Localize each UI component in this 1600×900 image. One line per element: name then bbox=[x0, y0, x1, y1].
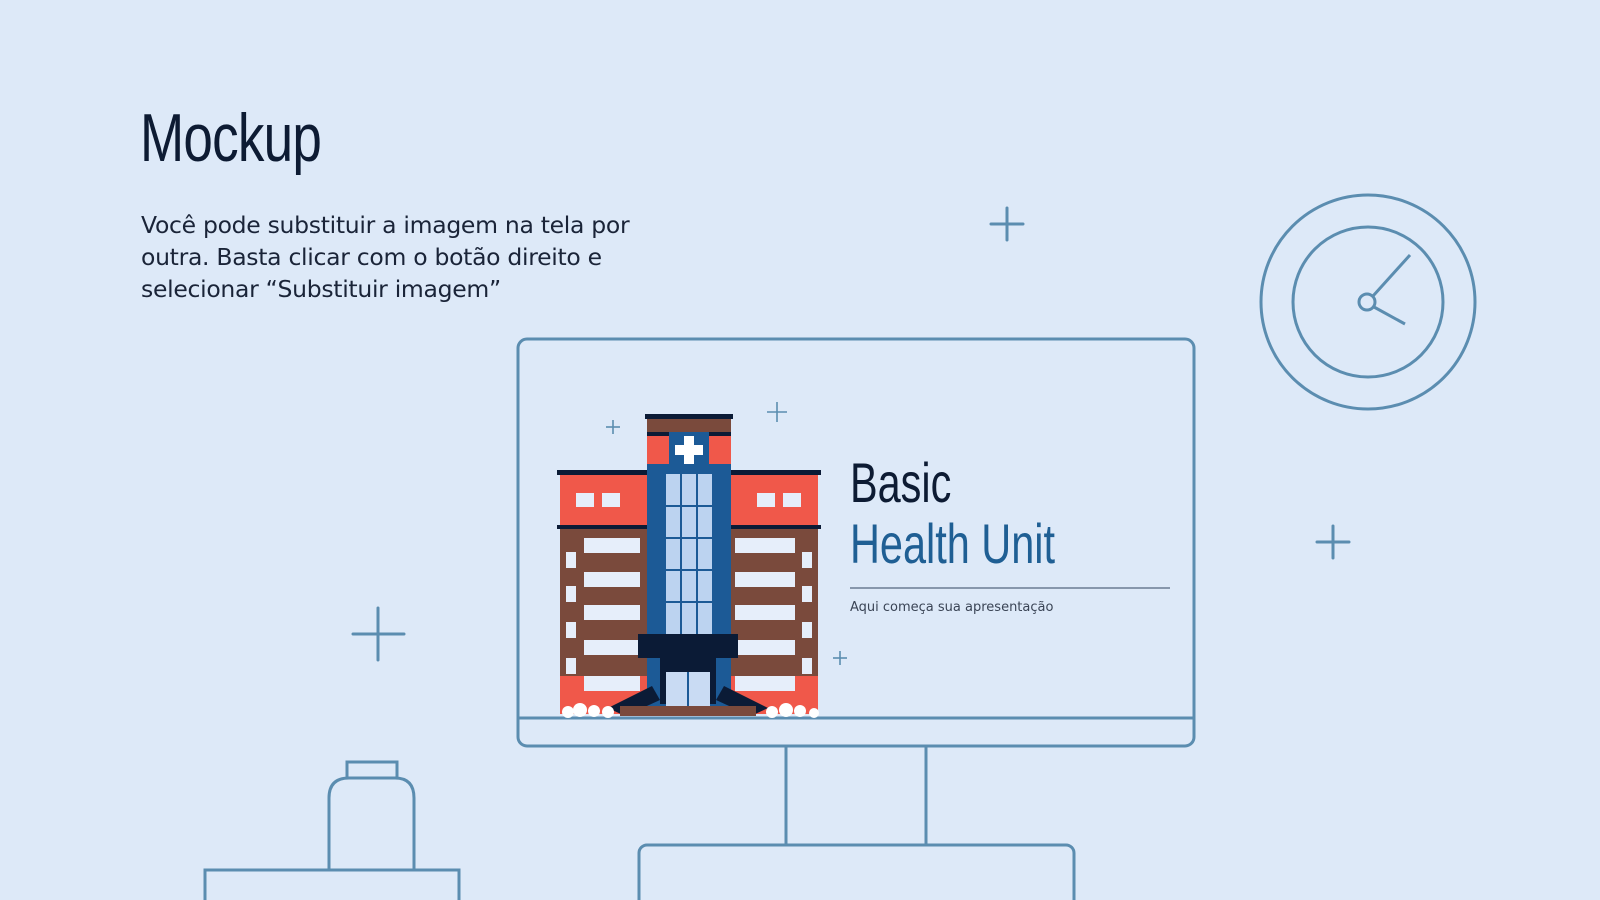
slide-subtitle: Aqui começa sua apresentação bbox=[850, 600, 1054, 615]
plus-icon bbox=[833, 651, 847, 665]
shelf-icon bbox=[203, 868, 461, 900]
slide-title-line2: Health Unit bbox=[850, 512, 1056, 575]
jar-icon bbox=[327, 760, 416, 870]
page-description: Você pode substituir a imagem na tela po… bbox=[141, 211, 630, 303]
page-title: Mockup bbox=[140, 100, 322, 176]
plus-icon bbox=[606, 420, 620, 434]
clock-icon bbox=[1259, 193, 1477, 411]
slide-title-line1: Basic bbox=[850, 451, 952, 514]
monitor-icon bbox=[516, 337, 1196, 900]
plus-icon bbox=[1315, 524, 1351, 560]
plus-icon bbox=[767, 402, 787, 422]
hospital-illustration bbox=[557, 414, 821, 718]
slide-title: Basic Health Unit bbox=[850, 452, 1055, 574]
plus-icon bbox=[989, 206, 1025, 242]
plus-icon bbox=[351, 606, 406, 662]
